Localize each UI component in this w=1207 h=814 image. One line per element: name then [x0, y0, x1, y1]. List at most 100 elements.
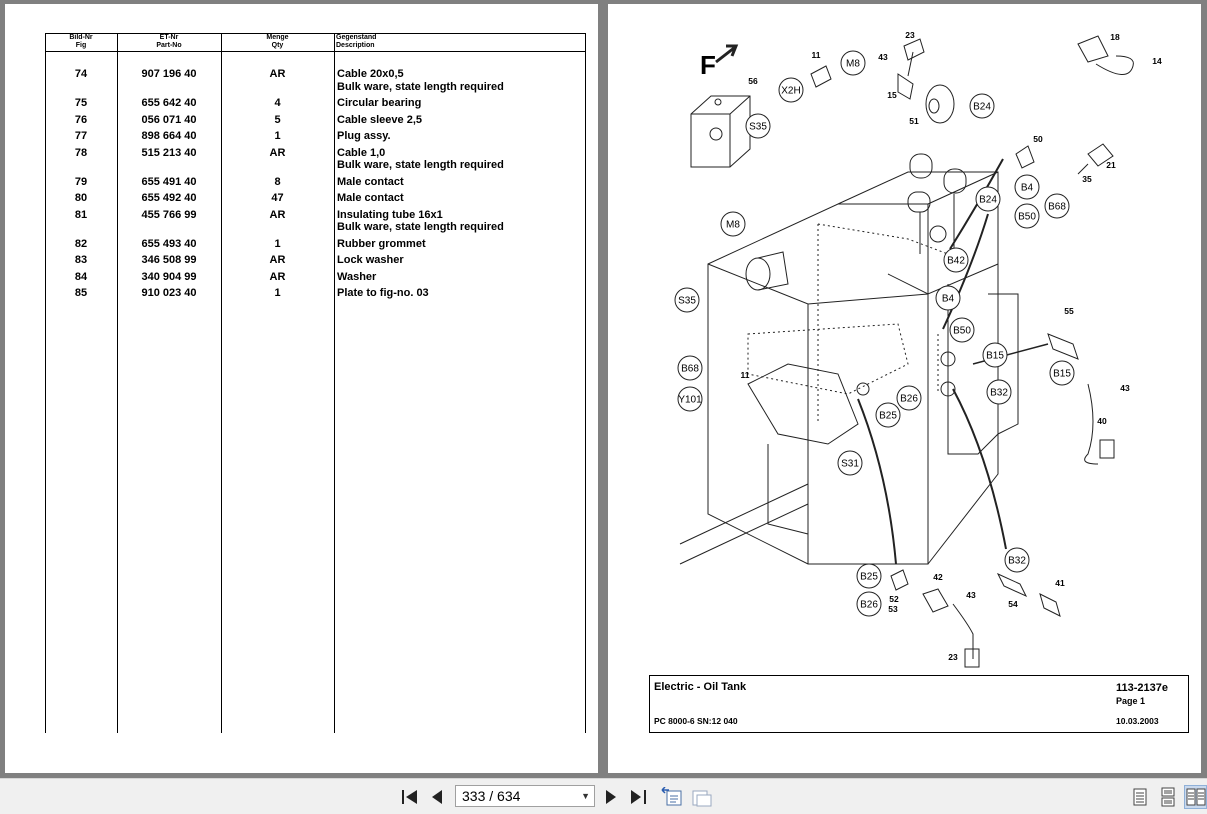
description-cell: Plug assy. — [337, 130, 586, 143]
single-page-view-button[interactable] — [1130, 785, 1150, 809]
fig-cell: 77 — [74, 130, 88, 142]
fig-cell: 75 — [74, 97, 88, 109]
part-number-cell: 898 664 40 — [141, 130, 197, 142]
description-cell: Male contact — [337, 192, 586, 205]
svg-text:B32: B32 — [1008, 556, 1026, 567]
svg-text:Y101: Y101 — [678, 395, 702, 406]
part-number-label: 56 — [748, 76, 758, 86]
part-number-label: 35 — [1082, 174, 1092, 184]
part-number-cell: 515 213 40 — [141, 146, 197, 159]
description-line: Cable sleeve 2,5 — [337, 113, 423, 126]
facing-pages-view-button[interactable] — [1184, 785, 1207, 809]
quantity-cell: 8 — [274, 175, 281, 188]
description-line: Cable 1,0 — [337, 146, 386, 159]
description-line: Washer — [337, 270, 377, 283]
svg-text:S35: S35 — [678, 296, 696, 307]
part-11-connector — [810, 65, 832, 88]
next-page-button[interactable] — [602, 785, 620, 809]
next-page-icon — [606, 790, 616, 804]
svg-text:B50: B50 — [953, 326, 971, 337]
fig-cell: 81 — [74, 208, 88, 221]
title-block: Electric - Oil Tank 113-2137e Page 1 PC … — [649, 675, 1189, 733]
part-number-label: 11 — [812, 50, 821, 60]
page-indicator-text: 333 / 634 — [462, 788, 521, 804]
next-view-button[interactable] — [690, 785, 714, 809]
svg-text:B24: B24 — [979, 195, 997, 206]
quantity-cell: AR — [269, 208, 286, 221]
part-number-label: 55 — [1064, 306, 1074, 316]
part-number-cell: 907 196 40 — [141, 68, 197, 80]
description-cell: Lock washer — [337, 254, 586, 267]
last-page-button[interactable] — [628, 785, 650, 809]
part-number-label: 15 — [887, 90, 897, 100]
svg-text:B15: B15 — [1053, 369, 1071, 380]
description-line: Circular bearing — [337, 97, 422, 109]
drawing-code: 113-2137e — [1116, 682, 1168, 694]
part-number-cell: 056 071 40 — [141, 113, 197, 126]
svg-text:B4: B4 — [1021, 183, 1034, 194]
facing-pages-icon — [1186, 788, 1205, 806]
switch-box — [690, 95, 751, 168]
diagram-title: Electric - Oil Tank — [654, 681, 747, 693]
diagram-page: F — [608, 4, 1201, 773]
previous-view-button[interactable] — [660, 785, 684, 809]
part-18-label — [1077, 35, 1109, 63]
svg-text:B68: B68 — [681, 364, 699, 375]
page-number-select[interactable]: 333 / 634 ▼ — [455, 785, 595, 807]
table-row: 77 898 664 40 1 Plug assy. — [45, 130, 586, 143]
quantity-cell: AR — [269, 68, 286, 80]
callout-label: M8 — [720, 211, 746, 237]
callout-label: B50 — [949, 317, 975, 343]
svg-text:M8: M8 — [846, 59, 860, 70]
part-number-cell: 655 491 40 — [141, 175, 197, 188]
callout-label: B42 — [943, 247, 969, 273]
part-number-cell: 340 904 99 — [141, 270, 197, 283]
description-line: Bulk ware, state length required — [337, 80, 504, 93]
description-line: Bulk ware, state length required — [337, 159, 504, 171]
part-number-label: 18 — [1110, 32, 1120, 42]
previous-view-icon — [661, 787, 682, 806]
continuous-view-button[interactable] — [1158, 785, 1178, 809]
callout-label: B32 — [986, 379, 1012, 405]
svg-text:S31: S31 — [841, 459, 859, 470]
part-number-label: 43 — [878, 52, 888, 62]
part-number-label: 14 — [1152, 56, 1162, 66]
svg-text:B50: B50 — [1018, 212, 1036, 223]
quantity-cell: 1 — [274, 130, 281, 142]
first-page-button[interactable] — [400, 785, 420, 809]
quantity-cell: 1 — [274, 237, 281, 250]
svg-text:B42: B42 — [947, 256, 965, 267]
part-number-label: 23 — [948, 652, 958, 662]
previous-page-button[interactable] — [428, 785, 446, 809]
description-line: Plug assy. — [337, 130, 391, 142]
description-cell: Male contact — [337, 176, 586, 189]
part-52-sensor — [890, 569, 909, 591]
description-line: Cable 20x0,5 — [337, 68, 404, 80]
part-50-sensor — [1015, 145, 1035, 169]
quantity-cell: 5 — [274, 113, 281, 126]
callout-label: B15 — [982, 342, 1008, 368]
quantity-cell: AR — [269, 254, 286, 266]
single-page-icon — [1133, 788, 1147, 806]
callout-label: B25 — [856, 563, 882, 589]
svg-text:B26: B26 — [860, 600, 878, 611]
part-number-label: 51 — [909, 116, 919, 126]
navigation-toolbar: 333 / 634 ▼ — [0, 778, 1207, 814]
description-line: Male contact — [337, 175, 404, 188]
fig-cell: 78 — [74, 146, 88, 159]
description-line: Lock washer — [337, 254, 404, 266]
part-number-label: 52 — [889, 594, 899, 604]
